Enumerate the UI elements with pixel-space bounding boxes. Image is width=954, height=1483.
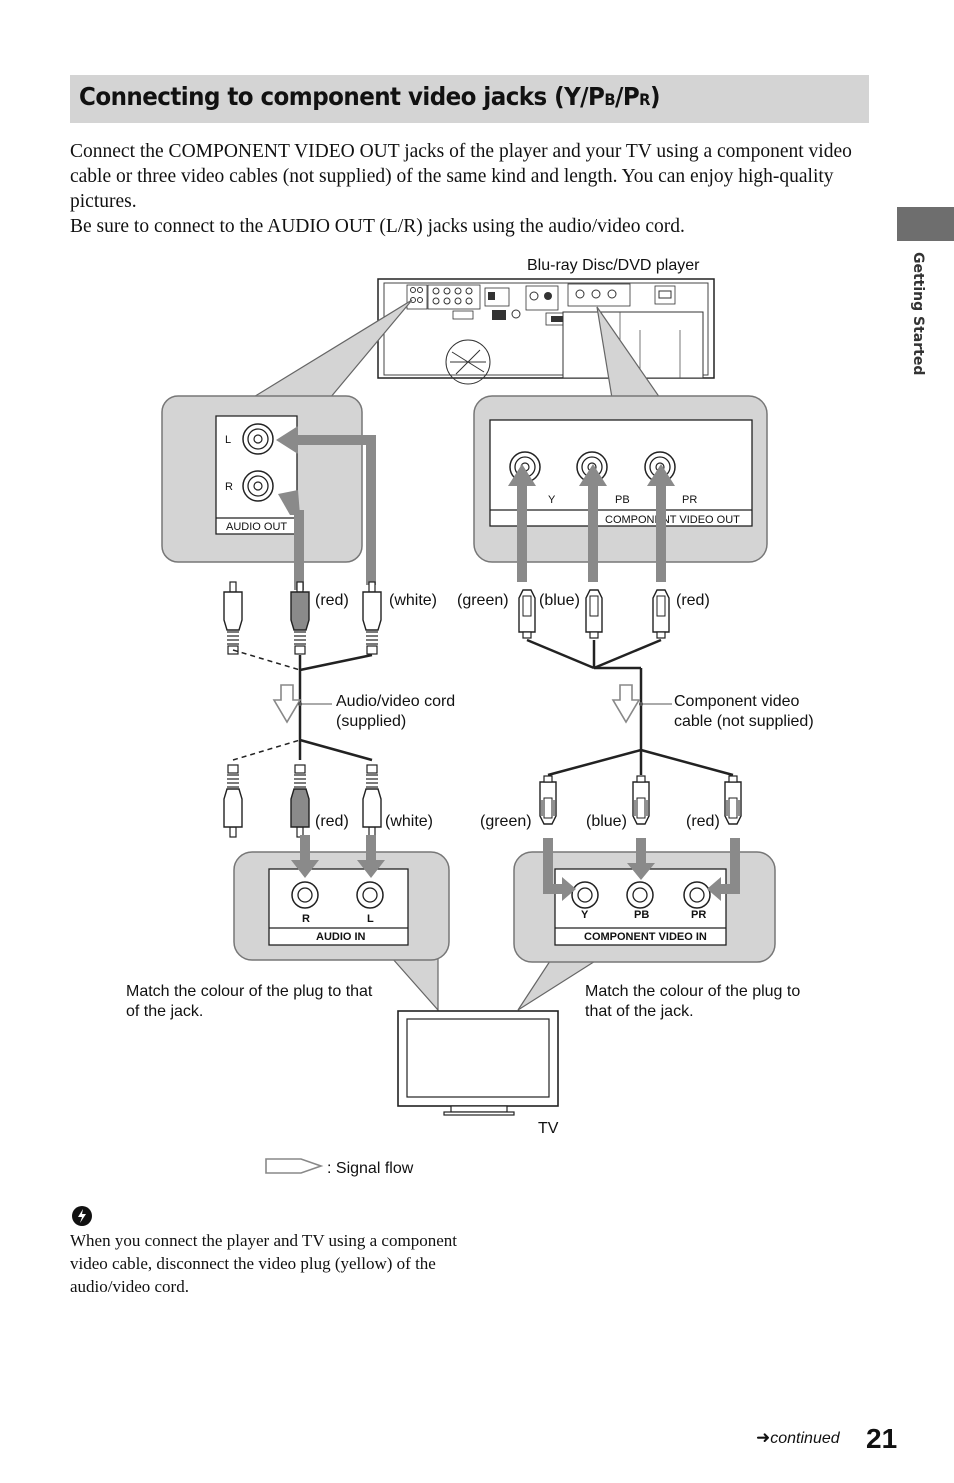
svg-text:PB: PB: [615, 494, 630, 506]
svg-text:of the jack.: of the jack.: [126, 1003, 203, 1020]
tv-label: TV: [538, 1120, 559, 1137]
audio-in-l-jack: [356, 881, 384, 909]
intro-paragraph-1: Connect the COMPONENT VIDEO OUT jacks of…: [70, 141, 852, 212]
audio-in-label: AUDIO IN: [316, 931, 366, 943]
svg-text:L: L: [367, 913, 374, 925]
component-in-callout: Y PB PR COMPONENT VIDEO IN: [513, 851, 776, 963]
page-number: 21: [866, 1423, 898, 1454]
audio-in-callout: R L AUDIO IN: [233, 851, 450, 961]
svg-text:(green): (green): [480, 813, 532, 830]
svg-text:Audio/video cord: Audio/video cord: [336, 693, 455, 710]
arrow-right-icon: ➜: [756, 1428, 771, 1447]
player-rear-panel: [377, 278, 715, 385]
chapter-tab: [897, 207, 954, 241]
svg-text:(white): (white): [389, 592, 437, 609]
component-in-pr-jack: [683, 881, 711, 909]
audio-in-r-jack: [291, 881, 319, 909]
svg-text:(red): (red): [315, 592, 349, 609]
bottom-plug-green: [539, 775, 557, 825]
svg-text:(white): (white): [385, 813, 433, 830]
audio-video-cord: [298, 653, 373, 762]
top-signal-arrows: [276, 426, 675, 590]
svg-text:R: R: [225, 481, 233, 493]
bottom-signal-arrows: [291, 835, 740, 901]
audio-out-l-jack: [242, 423, 274, 455]
svg-text:(green): (green): [457, 592, 509, 609]
component-in-y-jack: [571, 881, 599, 909]
svg-text:(red): (red): [676, 592, 710, 609]
svg-text:(red): (red): [315, 813, 349, 830]
bottom-plug-blue: [632, 775, 650, 825]
component-out-callout: Y PB PR COMPONENT VIDEO OUT: [473, 395, 768, 563]
component-in-pb-jack: [626, 881, 654, 909]
svg-text:cable (not supplied): cable (not supplied): [674, 713, 814, 730]
svg-text:PR: PR: [691, 909, 706, 921]
audio-out-r-jack: [242, 470, 274, 502]
continued-note: ➜continued: [756, 1428, 840, 1447]
signal-flow-icon: [265, 1158, 324, 1174]
component-in-label: COMPONENT VIDEO IN: [584, 931, 707, 943]
component-video-cable: [526, 638, 734, 777]
bottom-plug-yellow: [223, 764, 243, 838]
svg-text:(blue): (blue): [586, 813, 627, 830]
svg-text:L: L: [225, 434, 231, 446]
top-plug-red-video: [652, 589, 670, 639]
bottom-plug-red-video: [724, 775, 742, 825]
svg-text:R: R: [302, 913, 310, 925]
svg-text:Match the colour of the plug t: Match the colour of the plug to that: [126, 983, 373, 1000]
cable-flow-arrow: [611, 684, 641, 724]
component-out-label: COMPONENT VIDEO OUT: [605, 514, 740, 526]
bottom-plug-white-audio: [362, 764, 382, 838]
hint-text: When you connect the player and TV using…: [70, 1231, 457, 1296]
hint-icon: [72, 1206, 92, 1226]
svg-text:that of the jack.: that of the jack.: [585, 1003, 694, 1020]
top-plug-blue: [585, 589, 603, 639]
svg-text:Component video: Component video: [674, 693, 800, 710]
svg-text:Y: Y: [548, 494, 556, 506]
cord-flow-arrow: [272, 684, 302, 724]
audio-out-label: AUDIO OUT: [226, 521, 287, 533]
svg-text:Match the colour of the plug t: Match the colour of the plug to: [585, 983, 800, 1000]
svg-text:(blue): (blue): [539, 592, 580, 609]
svg-text:Y: Y: [581, 909, 589, 921]
top-plug-green: [518, 589, 536, 639]
top-plug-yellow: [223, 581, 243, 655]
svg-text:(red): (red): [686, 813, 720, 830]
svg-text:PB: PB: [634, 909, 649, 921]
bottom-plug-red-audio: [290, 764, 310, 838]
intro-text: Connect the COMPONENT VIDEO OUT jacks of…: [70, 139, 880, 239]
svg-text:PR: PR: [682, 494, 697, 506]
svg-text:(supplied): (supplied): [336, 713, 406, 730]
section-title-band: Connecting to component video jacks (Y/P…: [70, 75, 869, 123]
section-title: Connecting to component video jacks (Y/P…: [79, 82, 660, 111]
audio-out-callout: L R AUDIO OUT: [161, 395, 363, 563]
top-plug-red-audio: [290, 581, 310, 655]
top-plug-white-audio: [362, 581, 382, 655]
tv-icon: [397, 1010, 559, 1116]
player-label: Blu-ray Disc/DVD player: [527, 257, 700, 274]
signal-flow-legend: : Signal flow: [327, 1160, 414, 1177]
intro-paragraph-2: Be sure to connect to the AUDIO OUT (L/R…: [70, 216, 685, 237]
